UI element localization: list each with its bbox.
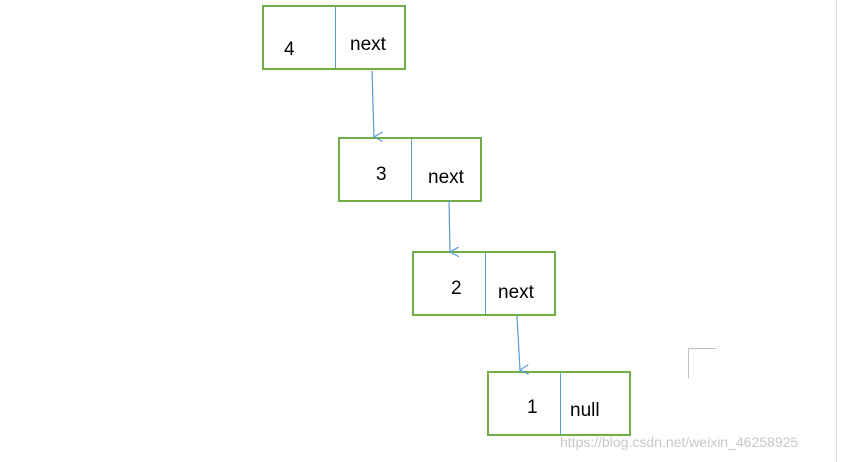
node-divider bbox=[335, 7, 336, 68]
linked-list-node-2: 2 next bbox=[412, 251, 556, 316]
arrow-4-to-3 bbox=[371, 70, 374, 137]
page-edge bbox=[836, 0, 837, 462]
node-value: 4 bbox=[284, 39, 295, 60]
node-value: 3 bbox=[376, 164, 387, 185]
node-divider bbox=[411, 139, 412, 200]
watermark-text: https://blog.csdn.net/weixin_46258925 bbox=[560, 434, 799, 450]
linked-list-node-4: 4 next bbox=[262, 5, 406, 70]
linked-list-node-1: 1 null bbox=[487, 371, 631, 436]
node-pointer: null bbox=[570, 400, 600, 421]
arrow-3-to-2 bbox=[448, 199, 450, 252]
node-value: 1 bbox=[527, 397, 538, 418]
node-pointer: next bbox=[350, 34, 386, 55]
node-divider bbox=[560, 373, 561, 434]
arrow-2-to-1 bbox=[516, 315, 520, 370]
node-pointer: next bbox=[498, 282, 534, 303]
node-pointer: next bbox=[428, 167, 464, 188]
node-divider bbox=[485, 253, 486, 314]
corner-mark bbox=[688, 348, 716, 378]
linked-list-node-3: 3 next bbox=[338, 137, 482, 202]
node-value: 2 bbox=[451, 278, 462, 299]
